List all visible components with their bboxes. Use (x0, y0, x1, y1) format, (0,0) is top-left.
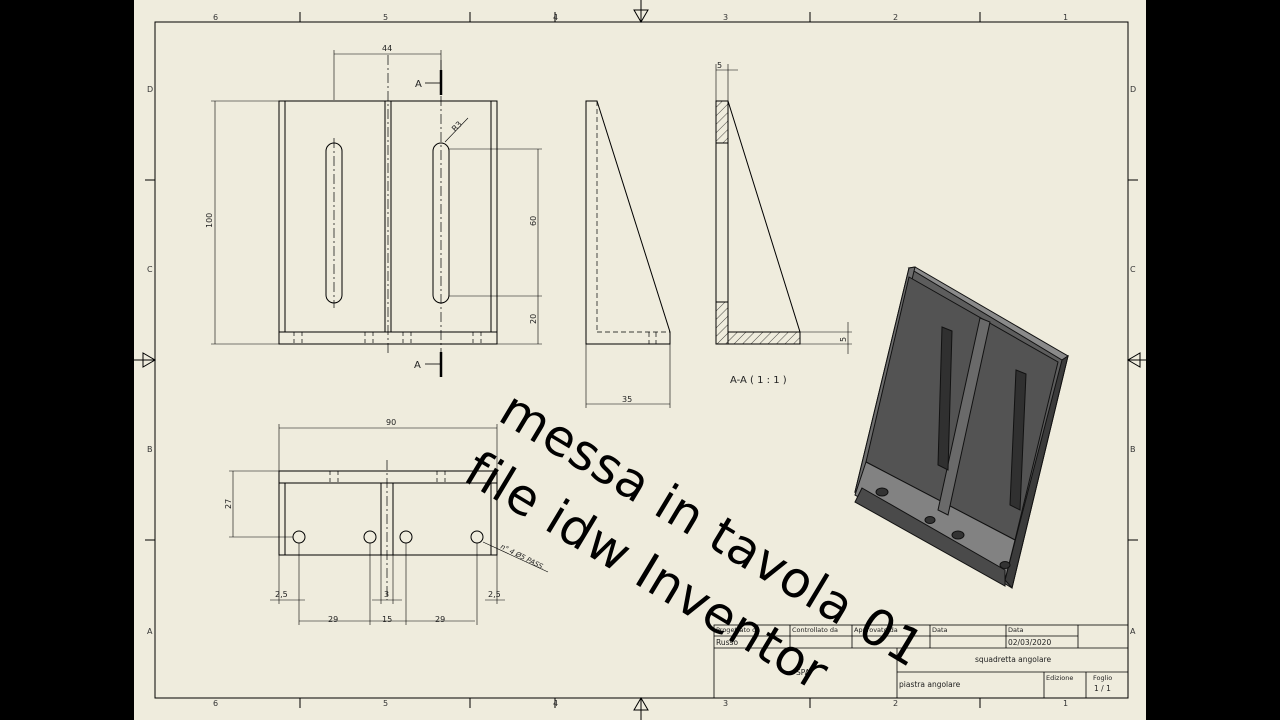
dim-bottom-depth: 27 (224, 499, 233, 509)
dim-top-width: 44 (382, 44, 392, 53)
col-label-3: 3 (723, 13, 728, 22)
section-marker-bottom: A (414, 360, 421, 371)
dim-base-thickness: 5 (839, 337, 848, 342)
drawing-date: 02/03/2020 (1008, 638, 1051, 647)
col-label-5: 5 (383, 13, 388, 22)
dim-edge-left: 2,5 (275, 590, 288, 599)
isometric-model (854, 266, 1069, 590)
dim-edge-right: 2,5 (488, 590, 501, 599)
col-label-6-bottom: 6 (213, 699, 218, 708)
row-label-a-right: A (1130, 627, 1136, 636)
dim-bottom-width: 90 (386, 418, 396, 427)
col-label-4-bottom: 4 (553, 699, 558, 708)
sheet-number: 1 / 1 (1094, 684, 1111, 693)
label-approved-by: Approvato da (854, 626, 898, 634)
side-view (585, 100, 671, 408)
col-label-4: 4 (553, 13, 558, 22)
drawing-title: squadretta angolare (975, 655, 1051, 664)
col-label-3-bottom: 3 (723, 699, 728, 708)
dim-slot-radius: R3 (450, 120, 464, 134)
col-label-2: 2 (893, 13, 898, 22)
row-label-b-right: B (1130, 445, 1136, 454)
bottom-view (229, 424, 549, 625)
label-edition: Edizione (1046, 674, 1073, 682)
row-label-b: B (147, 445, 153, 454)
label-checked-by: Controllato da (792, 626, 838, 634)
dim-total-height: 100 (205, 213, 214, 228)
dim-mid-thickness: 3 (384, 590, 389, 599)
label-date-1: Data (932, 626, 948, 634)
label-designed-by: Progettato da (716, 626, 760, 634)
front-view (211, 50, 542, 377)
dim-slot-length: 60 (529, 216, 538, 226)
col-label-2-bottom: 2 (893, 699, 898, 708)
col-label-5-bottom: 5 (383, 699, 388, 708)
row-label-c: C (147, 265, 153, 274)
col-label-1: 1 (1063, 13, 1068, 22)
company-name: SPA (796, 668, 811, 677)
drawing-subtitle: piastra angolare (899, 680, 961, 689)
dim-slot-offset: 20 (529, 314, 538, 324)
row-label-d-right: D (1130, 85, 1136, 94)
section-marker-top: A (415, 79, 422, 90)
row-label-c-right: C (1130, 265, 1136, 274)
row-label-d: D (147, 85, 153, 94)
hole-note: n° 4 Ø5 PASS. (499, 543, 546, 572)
row-label-a: A (147, 627, 153, 636)
dim-hole-gap-right: 29 (435, 615, 445, 624)
section-view (715, 64, 852, 354)
zone-ticks (145, 12, 1138, 708)
col-label-6: 6 (213, 13, 218, 22)
designer-name: Russo (716, 638, 738, 647)
dim-hole-gap-left: 29 (328, 615, 338, 624)
centering-marks (134, 0, 1146, 720)
dim-wall-thickness: 5 (717, 61, 722, 70)
label-sheet: Foglio (1093, 674, 1112, 682)
dim-side-depth: 35 (622, 395, 632, 404)
section-title: A-A ( 1 : 1 ) (730, 375, 787, 386)
col-label-1-bottom: 1 (1063, 699, 1068, 708)
label-date-2: Data (1008, 626, 1024, 634)
title-block (713, 624, 1129, 699)
dim-center-gap: 15 (382, 615, 392, 624)
